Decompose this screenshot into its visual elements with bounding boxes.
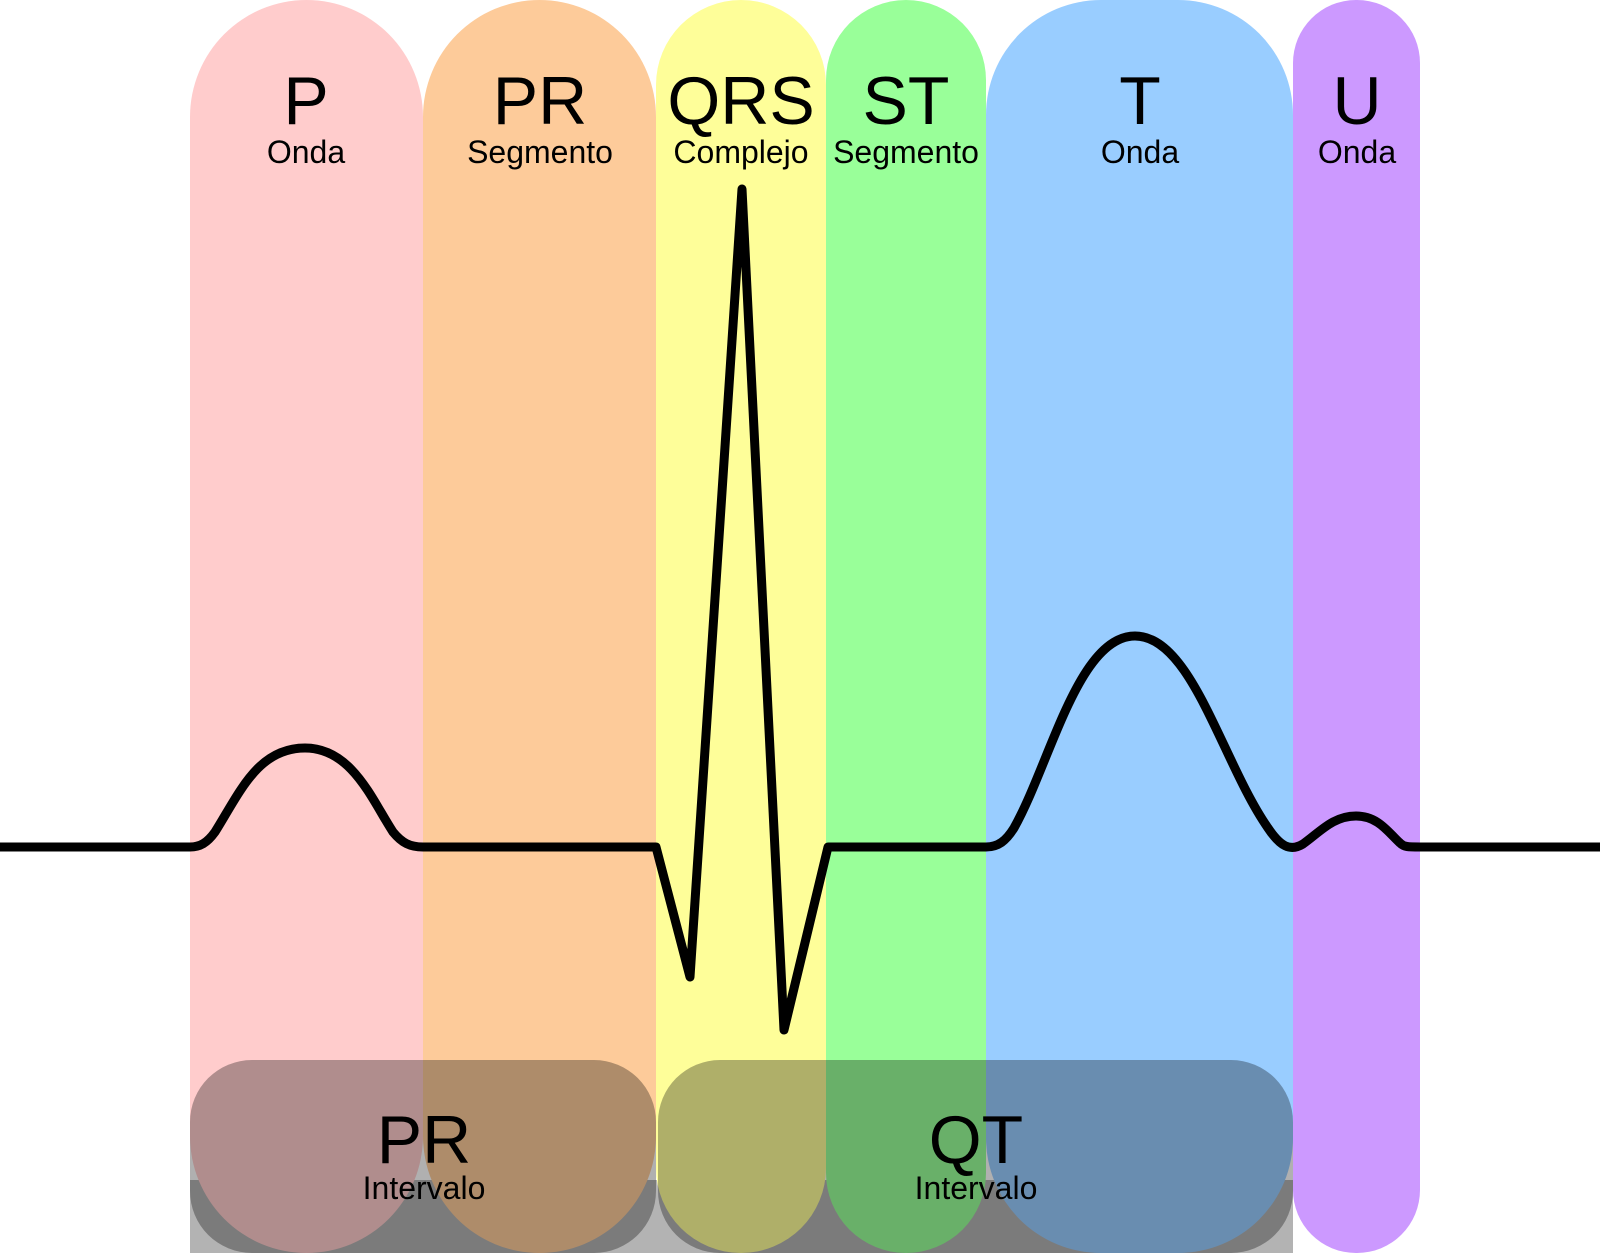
segment-title-st: ST <box>863 63 950 139</box>
segment-title-pr: PR <box>493 63 587 139</box>
segment-subtitle-u: Onda <box>1318 134 1396 170</box>
band-p <box>190 0 423 1253</box>
ecg-trace <box>0 184 1600 1035</box>
segment-subtitle-t: Onda <box>1101 134 1179 170</box>
segment-subtitle-st: Segmento <box>833 134 979 170</box>
segment-title-t: T <box>1119 63 1161 139</box>
segment-title-qrs: QRS <box>667 63 814 139</box>
band-t <box>986 0 1293 1253</box>
segment-subtitle-p: Onda <box>267 134 345 170</box>
interval-title-pr: PR <box>377 1102 471 1178</box>
segment-subtitle-pr: Segmento <box>467 134 613 170</box>
interval-labels: PR Intervalo QT Intervalo <box>363 1102 1038 1206</box>
interval-overlays <box>190 1060 1293 1253</box>
segment-title-u: U <box>1332 63 1381 139</box>
band-pr <box>423 0 656 1253</box>
segment-labels: P Onda PR Segmento QRS Complejo ST Segme… <box>267 63 1396 170</box>
band-u <box>1293 0 1420 1253</box>
segment-subtitle-qrs: Complejo <box>673 134 808 170</box>
interval-subtitle-pr: Intervalo <box>363 1170 486 1206</box>
segment-title-p: P <box>283 63 328 139</box>
interval-pr-box <box>190 1060 656 1253</box>
interval-qt-box <box>658 1060 1293 1253</box>
segment-bands <box>190 0 1420 1253</box>
interval-subtitle-qt: Intervalo <box>915 1170 1038 1206</box>
band-st <box>826 0 986 1253</box>
interval-title-qt: QT <box>929 1102 1023 1178</box>
